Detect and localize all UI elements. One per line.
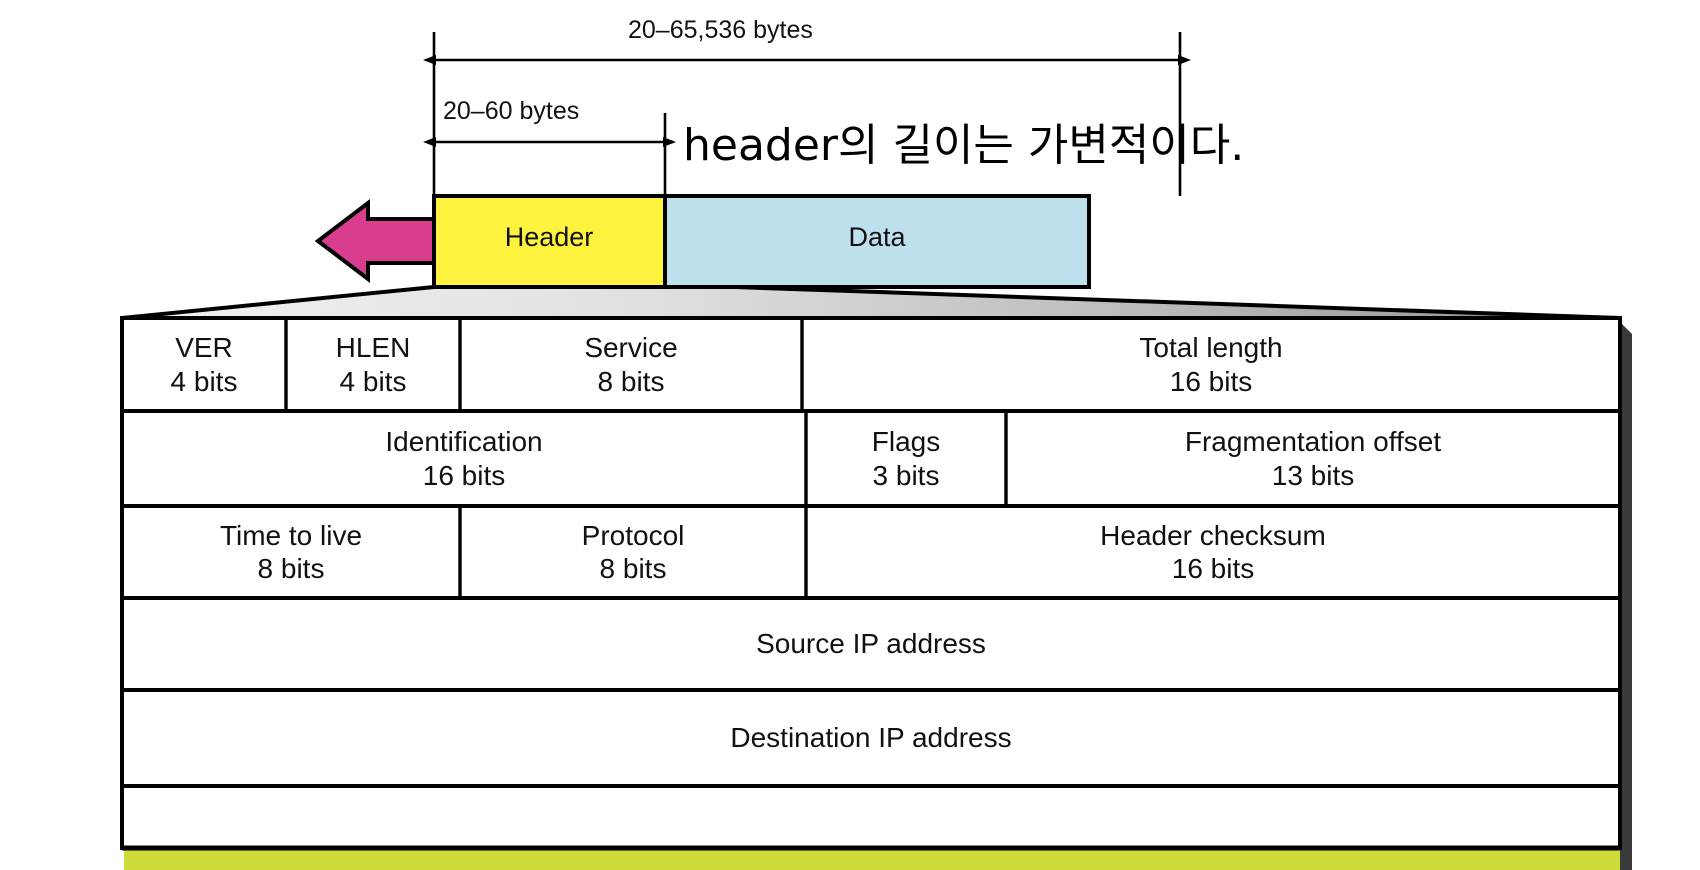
table-cell-identification: Identification 16 bits <box>122 411 806 506</box>
table-row-separators <box>122 409 1620 788</box>
table-cell-service-bits: 8 bits <box>597 365 665 397</box>
total-length-dimension-label: 20–65,536 bytes <box>628 16 813 44</box>
table-cell-fragmentation-offset-name: Fragmentation offset <box>1184 426 1442 458</box>
data-box-label: Data <box>848 222 906 252</box>
dimension-lines <box>423 55 1191 147</box>
table-cell-protocol-bits: 8 bits <box>599 553 667 584</box>
table-cell-flags: Flags 3 bits <box>806 411 1006 506</box>
table-cell-service-name: Service <box>584 332 678 364</box>
table-cell-header-checksum-name: Header checksum <box>1100 519 1326 551</box>
table-cell-total-length-bits: 16 bits <box>1169 365 1253 397</box>
table-cell-source-ip-address: Source IP address <box>122 598 1620 690</box>
header-box-label: Header <box>504 222 594 252</box>
table-cell-destination-ip-address: Destination IP address <box>122 690 1620 786</box>
table-cell-fragmentation-offset: Fragmentation offset 13 bits <box>1006 411 1620 506</box>
table-cell-hlen-name: HLEN <box>335 332 411 364</box>
table-cell-identification-bits: 16 bits <box>422 459 506 491</box>
header-box <box>432 194 667 289</box>
table-cell-ver: VER 4 bits <box>122 318 286 411</box>
table-cell-flags-bits: 3 bits <box>872 459 940 491</box>
table-cell-destination-ip-address-name: Destination IP address <box>730 722 1012 754</box>
table-cell-identification-name: Identification <box>385 426 543 458</box>
table-cell-header-checksum: Header checksum 16 bits <box>806 506 1620 598</box>
table-cell-total-length-name: Total length <box>1139 332 1283 364</box>
data-box <box>663 194 1091 289</box>
header-length-dimension-label: 20–60 bytes <box>443 97 580 125</box>
table-cell-ver-bits: 4 bits <box>170 365 238 397</box>
transmission-arrow-icon <box>314 198 436 284</box>
table-cell-ver-name: VER <box>175 332 233 364</box>
next-row-strip <box>124 848 1620 870</box>
table-cell-fragmentation-offset-bits: 13 bits <box>1271 459 1355 491</box>
expansion-funnel <box>121 285 1621 320</box>
table-cell-flags-name: Flags <box>871 426 941 458</box>
table-cell-source-ip-address-name: Source IP address <box>756 628 986 660</box>
table-cell-time-to-live-name: Time to live <box>219 519 363 551</box>
table-cell-protocol: Protocol 8 bits <box>460 506 806 598</box>
table-cell-hlen: HLEN 4 bits <box>286 318 460 411</box>
table-cell-time-to-live-bits: 8 bits <box>257 553 325 584</box>
table-cell-header-checksum-bits: 16 bits <box>1171 553 1255 584</box>
korean-annotation-text: header의 길이는 가변적이다. <box>683 120 1245 171</box>
table-cell-time-to-live: Time to live 8 bits <box>122 506 460 598</box>
table-cell-service: Service 8 bits <box>460 318 802 411</box>
table-shadow <box>1620 322 1632 870</box>
table-cell-hlen-bits: 4 bits <box>339 365 407 397</box>
table-cell-protocol-name: Protocol <box>581 519 685 551</box>
table-column-separators <box>284 318 1008 598</box>
table-cell-total-length: Total length 16 bits <box>802 318 1620 411</box>
